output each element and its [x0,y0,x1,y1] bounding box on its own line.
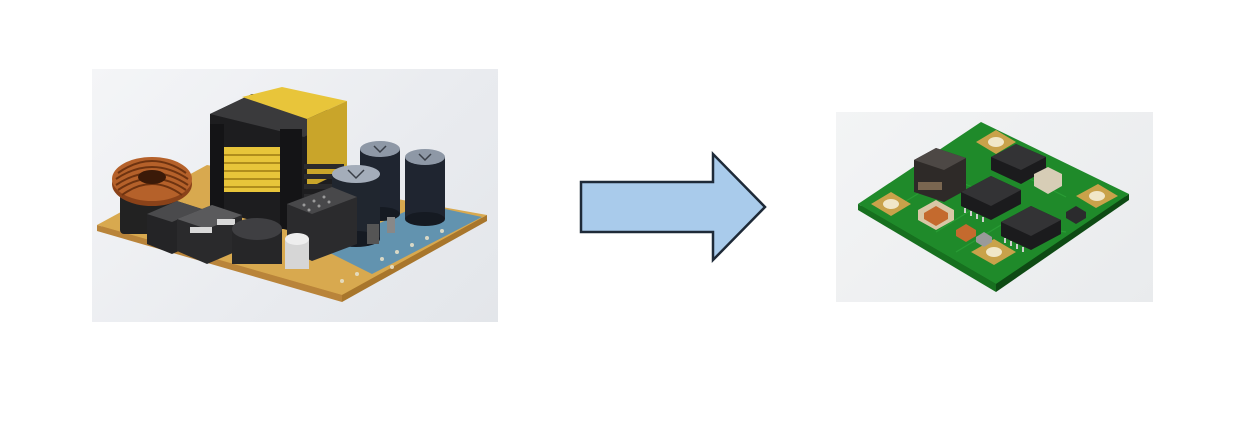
shielded-inductor [914,148,966,202]
miniaturized-module-illustration [858,122,1129,292]
ic-chips [961,144,1061,252]
gold-pads [871,130,1118,265]
miniaturized-module-image [836,112,1153,302]
transformation-arrow [575,150,775,265]
transformer [210,87,347,234]
large-power-supply-illustration [97,87,487,302]
passive-components [918,167,1086,247]
arrow-shape [579,150,767,264]
large-power-supply-image [92,69,498,322]
right-arrow-icon [579,150,767,264]
small-components [147,187,395,269]
